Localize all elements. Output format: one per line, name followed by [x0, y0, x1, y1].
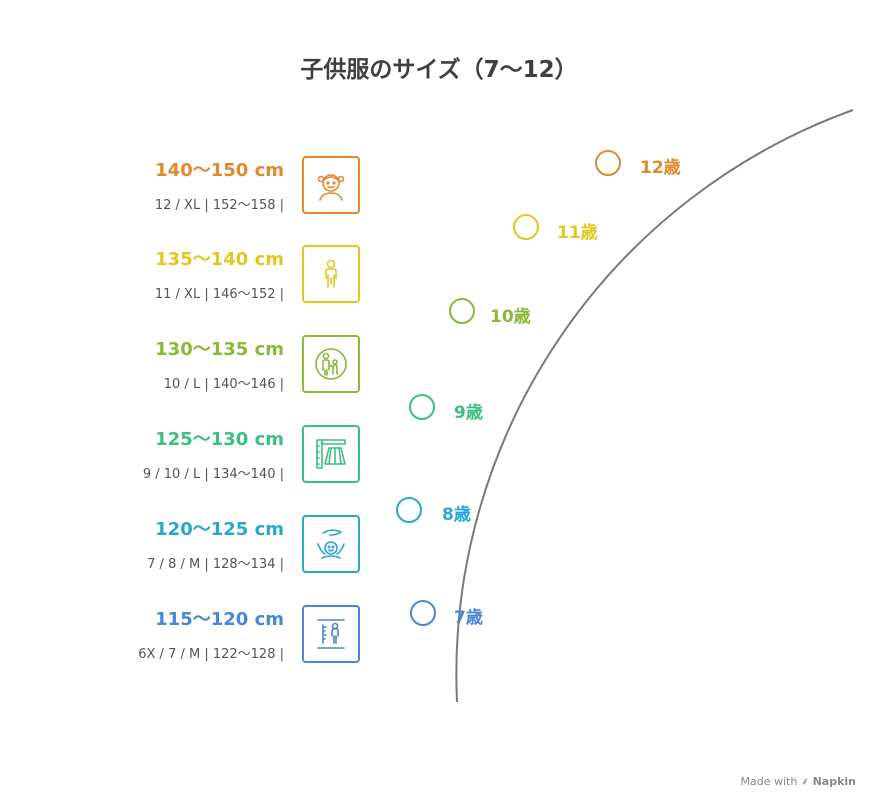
- baby-care-icon: [302, 515, 360, 573]
- age-marker-9: [409, 394, 435, 420]
- age-marker-12: [595, 150, 621, 176]
- arc-line: [455, 109, 854, 703]
- skirt-measure-icon: [302, 425, 360, 483]
- napkin-brand: Napkin: [812, 775, 856, 788]
- size-details: 7 / 8 / M | 128〜134 |: [147, 557, 284, 572]
- size-row-10: 130〜135 cm 10 / L | 140〜146 |: [0, 335, 370, 397]
- girl-face-icon: [302, 156, 360, 214]
- age-label-11: 11歳: [557, 223, 598, 243]
- size-details: 10 / L | 140〜146 |: [163, 377, 284, 392]
- height-range: 115〜120 cm: [155, 609, 284, 630]
- size-details: 11 / XL | 146〜152 |: [154, 287, 284, 302]
- size-row-11: 135〜140 cm 11 / XL | 146〜152 |: [0, 245, 370, 307]
- napkin-logo-icon: ⸙: [800, 775, 810, 788]
- height-range: 130〜135 cm: [155, 339, 284, 360]
- made-with-text: Made with: [740, 775, 798, 788]
- size-row-12: 140〜150 cm 12 / XL | 152〜158 |: [0, 156, 370, 218]
- height-range: 120〜125 cm: [155, 519, 284, 540]
- height-range: 140〜150 cm: [155, 160, 284, 181]
- age-label-8: 8歳: [442, 505, 471, 525]
- page-title: 子供服のサイズ（7〜12）: [300, 57, 578, 83]
- size-row-7: 115〜120 cm 6X / 7 / M | 122〜128 |: [0, 605, 370, 667]
- parent-child-icon: [302, 335, 360, 393]
- age-label-10: 10歳: [490, 307, 531, 327]
- size-row-9: 125〜130 cm 9 / 10 / L | 134〜140 |: [0, 425, 370, 487]
- age-marker-10: [449, 298, 475, 324]
- height-range: 135〜140 cm: [155, 249, 284, 270]
- age-label-9: 9歳: [454, 403, 483, 423]
- height-range: 125〜130 cm: [155, 429, 284, 450]
- age-label-7: 7歳: [454, 608, 483, 628]
- age-marker-11: [513, 214, 539, 240]
- size-details: 6X / 7 / M | 122〜128 |: [138, 647, 284, 662]
- size-details: 9 / 10 / L | 134〜140 |: [142, 467, 284, 482]
- child-figure-icon: [302, 245, 360, 303]
- napkin-watermark: Made with ⸙ Napkin: [741, 774, 857, 789]
- age-marker-7: [410, 600, 436, 626]
- size-row-8: 120〜125 cm 7 / 8 / M | 128〜134 |: [0, 515, 370, 577]
- height-measure-icon: [302, 605, 360, 663]
- age-label-12: 12歳: [640, 158, 681, 178]
- age-marker-8: [396, 497, 422, 523]
- size-details: 12 / XL | 152〜158 |: [154, 198, 284, 213]
